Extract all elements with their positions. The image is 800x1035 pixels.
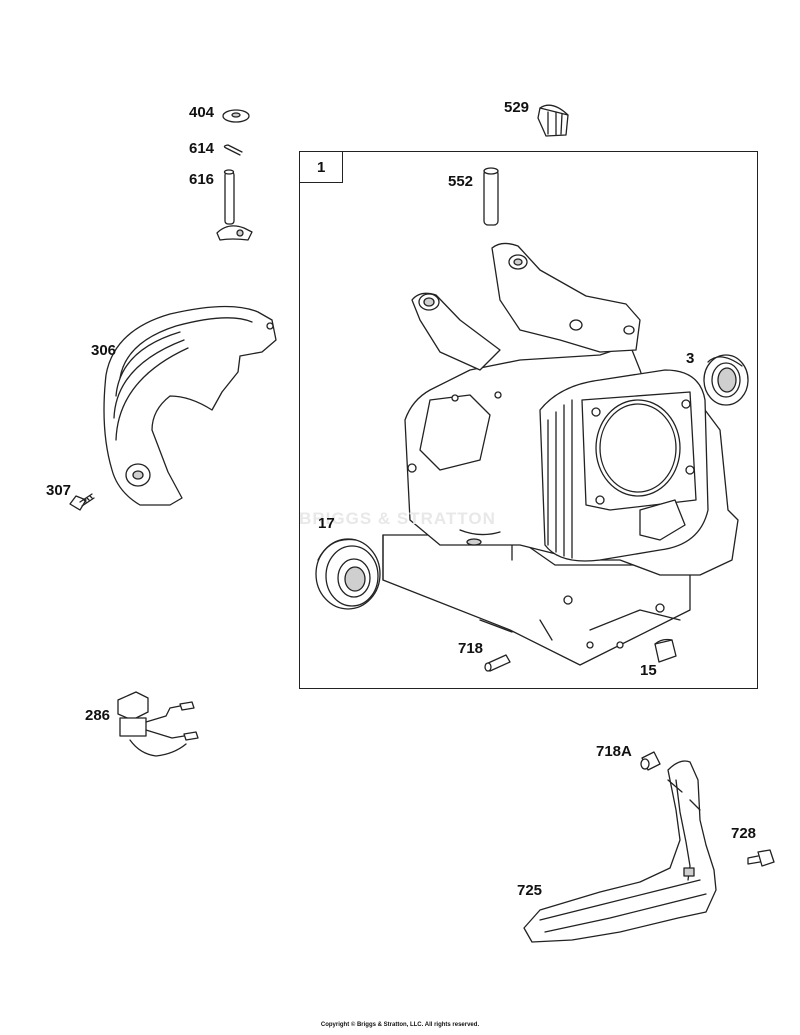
oil-seal-3 bbox=[703, 354, 749, 406]
dowel-718a bbox=[640, 751, 661, 771]
shroud-725 bbox=[523, 760, 717, 943]
screw-728 bbox=[747, 849, 775, 867]
callout-529: 529 bbox=[504, 99, 530, 116]
callout-616: 616 bbox=[189, 171, 215, 188]
crankcase-block-1 bbox=[382, 242, 739, 666]
dowel-552 bbox=[483, 167, 499, 226]
washer-404 bbox=[222, 109, 250, 123]
callout-718a: 718A bbox=[596, 743, 632, 760]
callout-725: 725 bbox=[517, 882, 543, 899]
copyright-notice: Copyright © Briggs & Stratton, LLC. All … bbox=[320, 1022, 480, 1028]
callout-728: 728 bbox=[731, 825, 757, 842]
plug-15 bbox=[654, 638, 677, 663]
callout-614: 614 bbox=[189, 140, 215, 157]
callout-306: 306 bbox=[91, 342, 117, 359]
air-guide-306 bbox=[103, 305, 277, 506]
callout-718: 718 bbox=[458, 640, 484, 657]
brand-watermark: BRIGGS & STRATTON bbox=[299, 509, 496, 528]
callout-3: 3 bbox=[686, 350, 695, 367]
bearing-17 bbox=[315, 538, 381, 610]
assembly-number: 1 bbox=[317, 159, 326, 176]
pin-614 bbox=[223, 144, 243, 156]
callout-15: 15 bbox=[640, 662, 657, 679]
callout-307: 307 bbox=[46, 482, 72, 499]
assembly-number-tab: 1 bbox=[299, 151, 343, 183]
dowel-pin-718 bbox=[484, 654, 511, 672]
screw-307 bbox=[69, 493, 95, 511]
callout-286: 286 bbox=[85, 707, 111, 724]
sensor-286 bbox=[117, 691, 199, 757]
callout-404: 404 bbox=[189, 104, 215, 121]
bushing-529 bbox=[537, 104, 569, 137]
callout-17: 17 bbox=[318, 515, 335, 532]
callout-552: 552 bbox=[448, 173, 474, 190]
shaft-616 bbox=[216, 169, 253, 241]
assembly-frame bbox=[299, 151, 758, 689]
